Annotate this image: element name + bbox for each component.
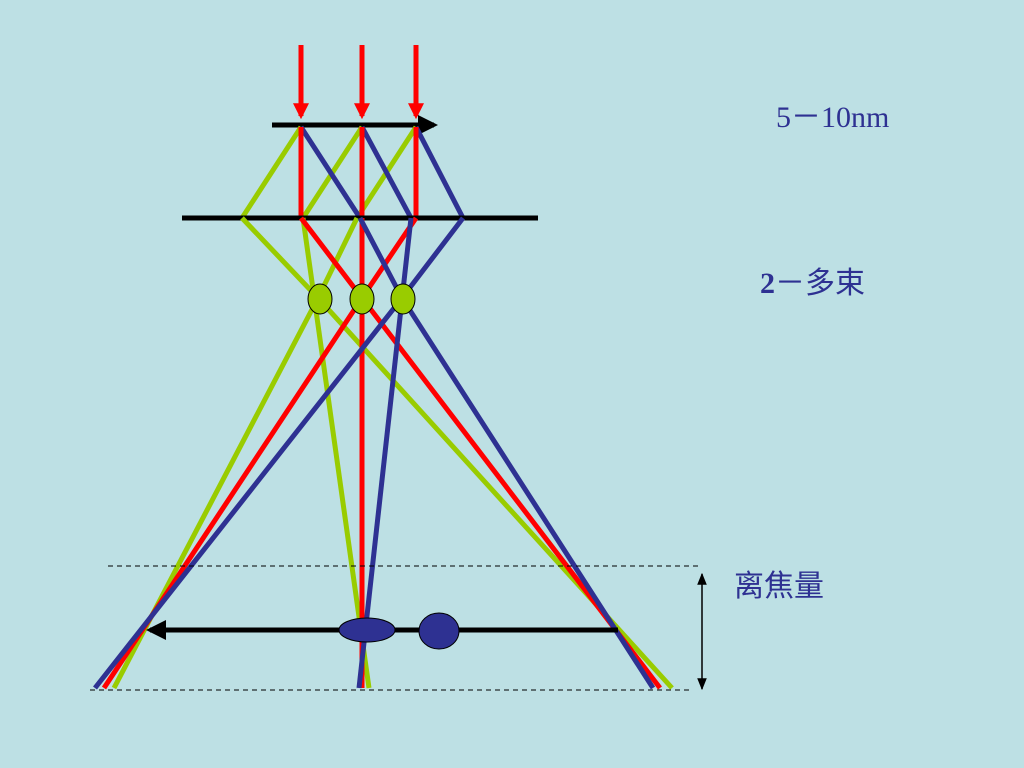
beam-count-label: 2－多束: [760, 258, 865, 302]
focal-spot: [307, 283, 333, 315]
image-spot: [418, 612, 460, 650]
rays-upper: [239, 125, 466, 220]
ray-green: [239, 125, 304, 220]
focal-spot: [390, 283, 416, 315]
focal-spot: [349, 283, 375, 315]
ray-blue: [359, 125, 414, 220]
rays-lower: [93, 216, 674, 690]
focal-spots: [307, 283, 416, 315]
defocus-label: 离焦量: [734, 570, 824, 603]
image-spot: [338, 617, 396, 643]
beam-count-number: 2: [760, 267, 775, 300]
ray-blue: [413, 125, 466, 220]
scale-range-label: 5－10nm: [776, 101, 890, 134]
incident-beams: [292, 45, 425, 120]
beam-count-text: －多束: [775, 267, 865, 300]
ray-blue: [298, 125, 363, 220]
